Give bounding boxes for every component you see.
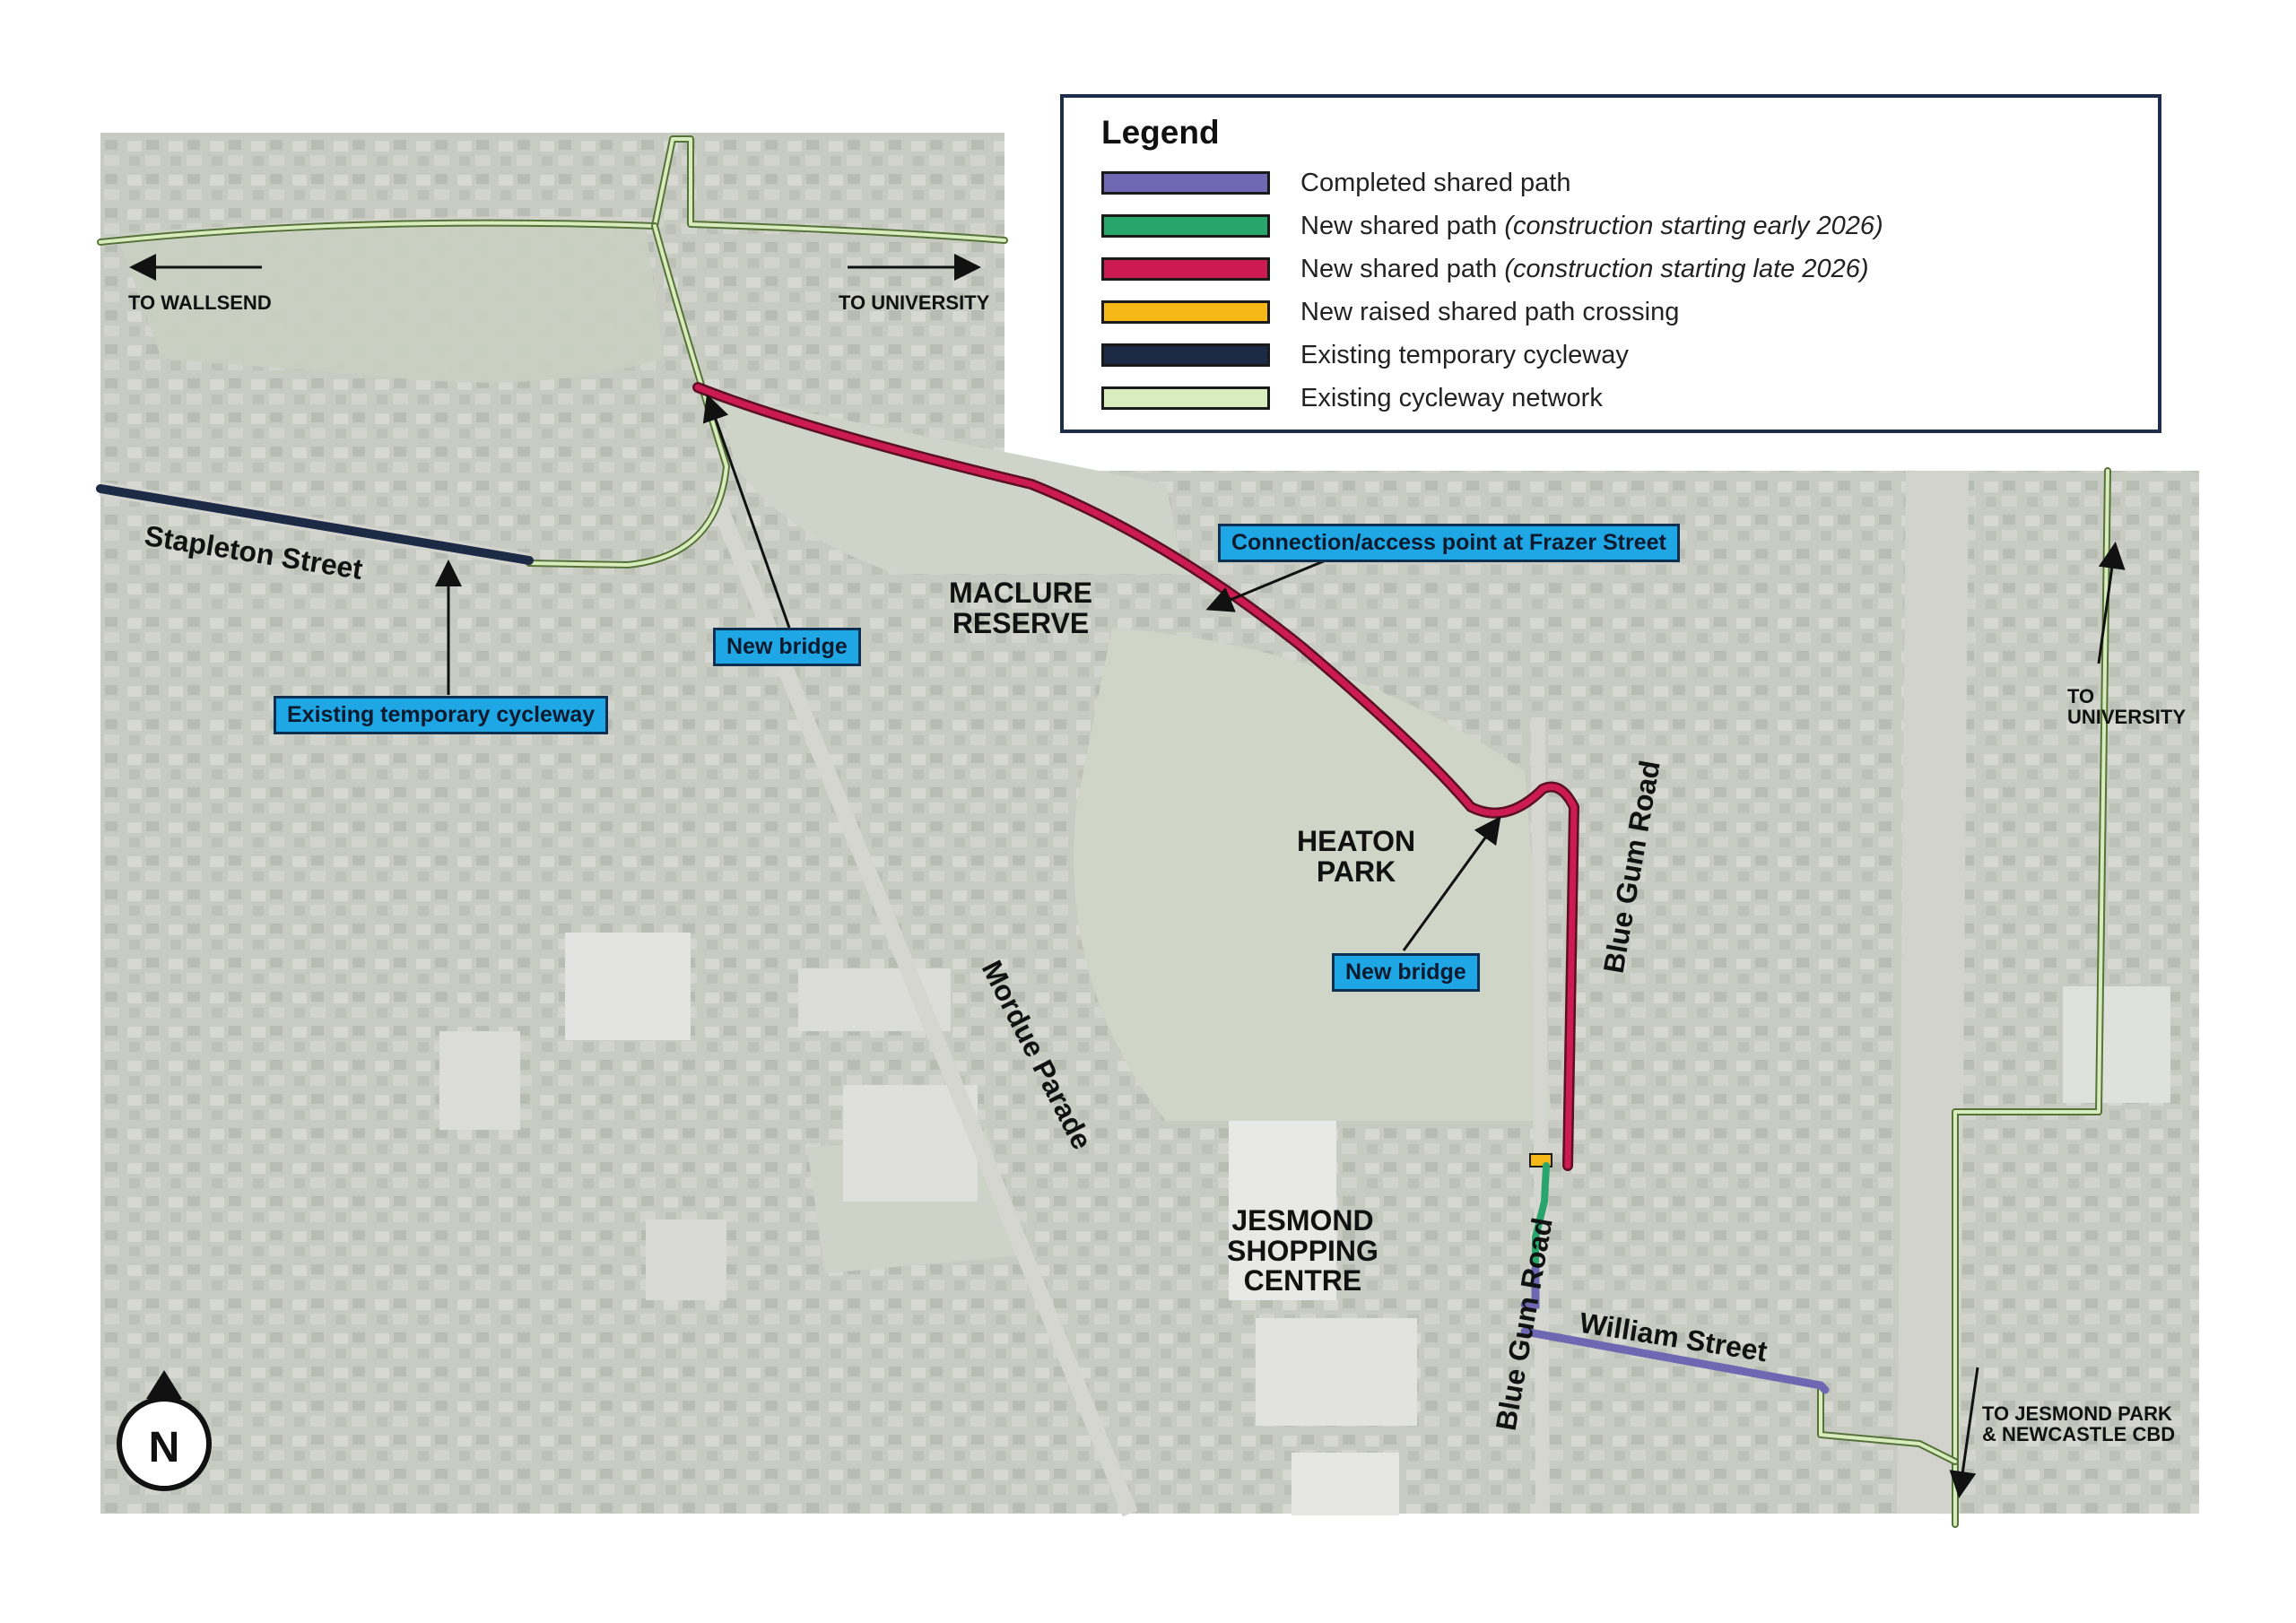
legend-item-early-2026: New shared path (construction starting e… [1101, 211, 1883, 241]
place-line: MACLURE [949, 577, 1092, 609]
legend-note: (construction starting late 2026) [1504, 254, 1869, 283]
temporary-cycleway-path [96, 484, 534, 565]
legend-item-network: Existing cycleway network [1101, 383, 1603, 413]
legend-item-completed: Completed shared path [1101, 168, 1570, 198]
legend-label: New shared path [1300, 254, 1505, 283]
arrow-to-university-right [2097, 542, 2126, 664]
north-letter: N [149, 1424, 180, 1471]
direction-label-jesmond-park: TO JESMOND PARK & NEWCASTLE CBD [1982, 1403, 2175, 1445]
callout-frazer-street[interactable]: Connection/access point at Frazer Street [1218, 524, 1680, 562]
place-line: JESMOND [1231, 1204, 1374, 1237]
legend-label: Existing temporary cycleway [1300, 340, 1629, 369]
legend-note: (construction starting early 2026) [1504, 211, 1883, 240]
callout-new-bridge-north[interactable]: New bridge [713, 628, 861, 666]
legend-label: Existing cycleway network [1300, 383, 1603, 412]
legend-title: Legend [1101, 114, 1220, 151]
legend-swatch-early-2026 [1101, 214, 1270, 238]
legend-label: Completed shared path [1300, 168, 1571, 197]
completed-shared-path [1520, 1264, 1830, 1394]
place-line: PARK [1316, 855, 1396, 888]
direction-label-university-top: TO UNIVERSITY [839, 291, 990, 314]
legend-item-crossing: New raised shared path crossing [1101, 297, 1679, 327]
direction-label-wallsend: TO WALLSEND [128, 291, 272, 314]
direction-line: TO JESMOND PARK [1982, 1402, 2172, 1425]
legend-swatch-late-2026 [1101, 257, 1270, 281]
callout-temporary-cycleway[interactable]: Existing temporary cycleway [274, 696, 609, 734]
place-label-maclure: MACLURE RESERVE [949, 577, 1092, 639]
aerial-map [99, 133, 2199, 1517]
legend-swatch-crossing [1101, 300, 1270, 324]
callout-leaders [435, 394, 1501, 951]
direction-line: UNIVERSITY [2067, 706, 2187, 729]
place-label-heaton: HEATON PARK [1297, 825, 1416, 888]
direction-line: & NEWCASTLE CBD [1982, 1423, 2176, 1446]
early-2026-shared-path [1532, 1162, 1550, 1277]
legend-item-temporary: Existing temporary cycleway [1101, 340, 1629, 370]
legend-item-late-2026: New shared path (construction starting l… [1101, 254, 1869, 284]
legend-swatch-completed [1101, 171, 1270, 195]
legend-swatch-network [1101, 386, 1270, 410]
existing-cycleway-network [97, 135, 2111, 1528]
legend-label: New shared path [1300, 211, 1505, 240]
callout-new-bridge-south[interactable]: New bridge [1332, 953, 1480, 992]
direction-arrows [129, 254, 2126, 1498]
arrow-to-jesmond-park [1949, 1367, 1979, 1498]
late-2026-shared-path [692, 382, 1579, 1171]
place-line: CENTRE [1243, 1264, 1362, 1298]
legend-label: New raised shared path crossing [1300, 297, 1680, 326]
place-line: HEATON [1297, 825, 1416, 857]
north-arrow-icon: N [117, 1370, 212, 1491]
place-line: RESERVE [952, 606, 1090, 639]
place-line: SHOPPING [1227, 1234, 1378, 1267]
place-label-jesmond: JESMOND SHOPPING CENTRE [1227, 1204, 1378, 1298]
direction-label-university-right: TO UNIVERSITY [2067, 686, 2186, 727]
legend-swatch-temporary [1101, 343, 1270, 367]
legend-box: Legend Completed shared path New shared … [1060, 94, 2161, 433]
direction-line: TO [2067, 685, 2095, 707]
